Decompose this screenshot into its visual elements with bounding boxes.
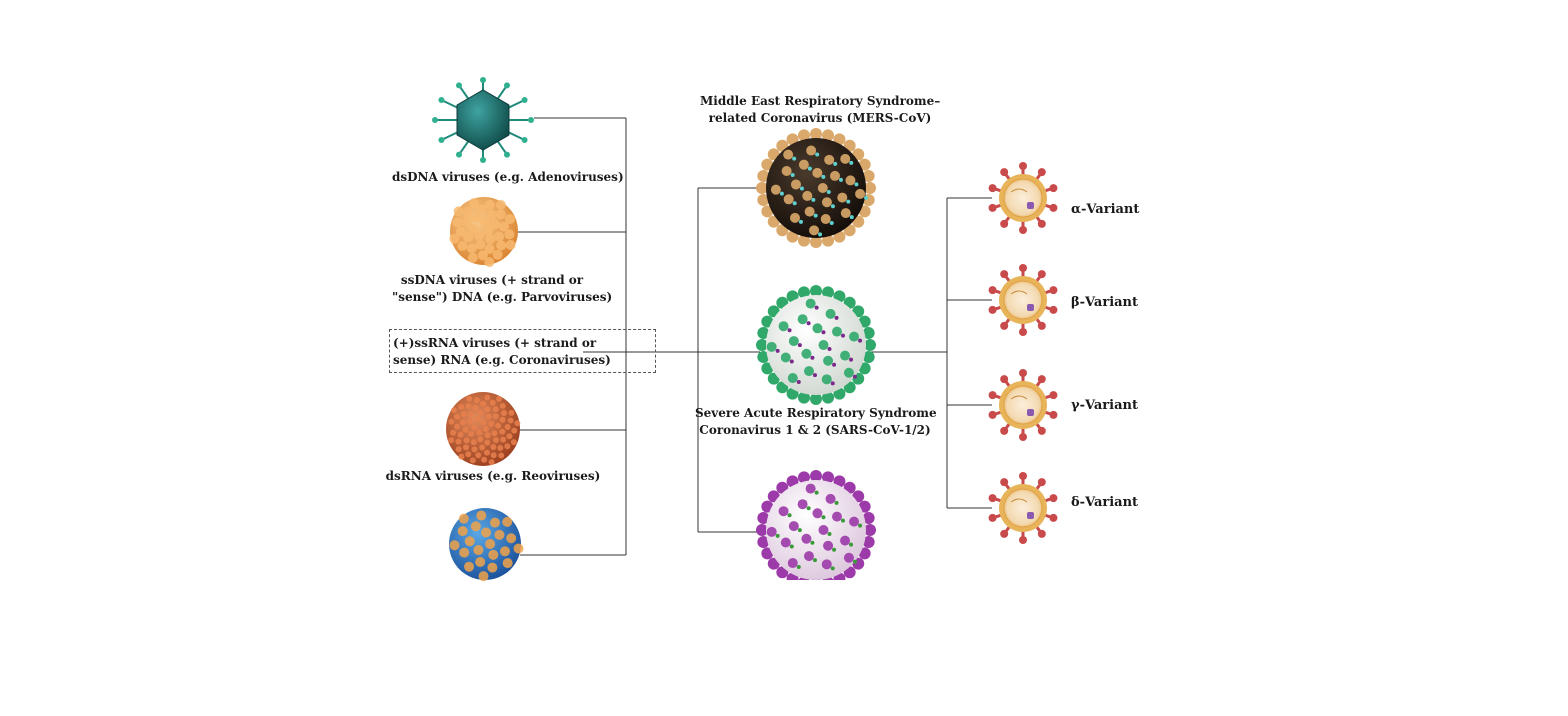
label-ssdna-viruses: ssDNA viruses (+ strand or "sense") DNA … xyxy=(392,273,613,304)
label-delta-variant: δ-Variant xyxy=(1071,495,1139,510)
variant-virus-icon xyxy=(988,264,1058,336)
adenovirus-icon xyxy=(432,77,534,163)
virus-class-icons xyxy=(432,77,534,582)
label-mers-cov: Middle East Respiratory Syndrome– relate… xyxy=(700,94,941,125)
rotavirus-icon xyxy=(449,508,524,582)
third-coronavirus-icon xyxy=(756,470,876,590)
label-gamma-variant: γ-Variant xyxy=(1071,398,1138,413)
label-dsdna-viruses: dsDNA viruses (e.g. Adenoviruses) xyxy=(392,170,624,184)
parvovirus-icon xyxy=(449,197,518,268)
variant-virus-icon xyxy=(988,369,1058,441)
highlight-box-coronaviruses xyxy=(389,329,656,373)
variant-icons xyxy=(988,162,1058,544)
label-dsrna-viruses: dsRNA viruses (e.g. Reoviruses) xyxy=(385,469,601,483)
label-alpha-variant: α-Variant xyxy=(1071,202,1140,217)
label-ssrna-viruses: (+)ssRNA viruses (+ strand or sense) RNA… xyxy=(393,336,611,367)
mers-cov-icon xyxy=(756,128,876,248)
crop-mask xyxy=(750,580,890,620)
variant-virus-icon xyxy=(988,162,1058,234)
label-beta-variant: β-Variant xyxy=(1071,295,1139,310)
connector-lines xyxy=(518,117,992,556)
sars-cov-icon xyxy=(756,285,876,405)
reovirus-icon xyxy=(446,392,521,466)
coronavirus-icons xyxy=(750,128,890,620)
label-sars-cov: Severe Acute Respiratory Syndrome Corona… xyxy=(695,406,937,437)
variant-virus-icon xyxy=(988,472,1058,544)
